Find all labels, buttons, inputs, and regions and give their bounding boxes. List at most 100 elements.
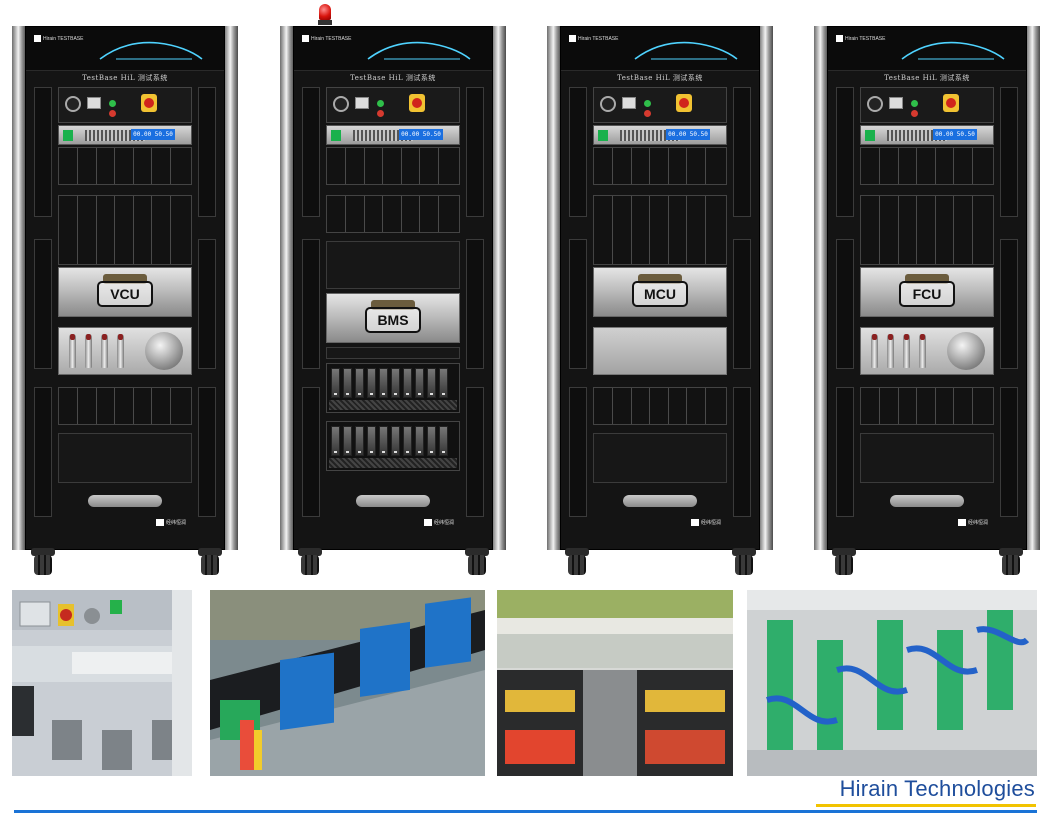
- caster-wheel-icon: [465, 548, 489, 576]
- psu-display: 00.00 50.50: [666, 129, 710, 140]
- power-supply-unit: 00.00 50.50: [593, 125, 727, 145]
- io-card-chassis: [593, 387, 727, 425]
- caster-wheel-icon: [832, 548, 856, 576]
- display-meter: [87, 97, 101, 109]
- psu-vent: [353, 130, 413, 141]
- control-panel: [860, 87, 994, 123]
- company-name: Hirain Technologies: [839, 776, 1035, 801]
- rack-rail: [280, 26, 294, 550]
- io-card-chassis: [58, 147, 192, 185]
- rotary-switch-icon: [333, 96, 349, 112]
- side-panel: [1000, 387, 1018, 517]
- rack-panel-label: TestBase HiL 测试系统: [884, 74, 970, 82]
- ecu-connector: [103, 274, 147, 284]
- drawer-handle: [88, 495, 162, 507]
- ecu-label: MCU: [632, 281, 688, 307]
- ecu-bay: VCU: [58, 267, 192, 317]
- brand-underline: [816, 804, 1036, 807]
- caster-wheel-icon: [198, 548, 222, 576]
- rack-footer-logo: 经纬恒润: [690, 519, 721, 527]
- rack-rail: [492, 26, 506, 550]
- io-card-chassis: [860, 147, 994, 185]
- side-panel: [836, 87, 854, 217]
- rack-top-header: Hirain TESTBASE: [561, 27, 759, 71]
- car-outline-icon: [99, 41, 203, 60]
- hil-rack-bms: Hirain TESTBASE TestBase HiL 测试系统 00.00 …: [280, 26, 506, 550]
- psu-display: 00.00 50.50: [131, 129, 175, 140]
- side-panel: [733, 87, 751, 217]
- side-panel: [466, 387, 484, 517]
- side-panel: [733, 239, 751, 369]
- side-panel: [466, 87, 484, 217]
- control-panel: [326, 87, 460, 123]
- blank-panel: [58, 433, 192, 483]
- blank-panel: [593, 433, 727, 483]
- rack-footer-logo: 经纬恒润: [423, 519, 454, 527]
- side-panel: [302, 87, 320, 217]
- side-panel: [836, 387, 854, 517]
- side-panel: [34, 387, 52, 517]
- io-card-chassis: [860, 195, 994, 265]
- rack-rail: [759, 26, 773, 550]
- hil-rack-mcu: Hirain TESTBASE TestBase HiL 测试系统 00.00 …: [547, 26, 773, 550]
- blank-plate: [593, 327, 727, 375]
- rack-rail: [224, 26, 238, 550]
- side-panel: [466, 239, 484, 369]
- red-indicator-icon: [644, 110, 651, 117]
- side-panel: [198, 239, 216, 369]
- caster-wheel-icon: [31, 548, 55, 576]
- injector-valve-bay: [58, 327, 192, 375]
- power-supply-unit: 00.00 50.50: [58, 125, 192, 145]
- psu-display: 00.00 50.50: [933, 129, 977, 140]
- ecu-bay: MCU: [593, 267, 727, 317]
- io-card-chassis: [593, 147, 727, 185]
- rotary-switch-icon: [867, 96, 883, 112]
- io-card-chassis: [326, 195, 460, 233]
- power-switch-icon: [598, 130, 608, 141]
- psu-vent: [887, 130, 947, 141]
- ecu-label: FCU: [899, 281, 955, 307]
- drawer-handle: [890, 495, 964, 507]
- ecu-label: VCU: [97, 281, 153, 307]
- rack-brand-small: Hirain TESTBASE: [836, 35, 885, 42]
- side-panel: [302, 239, 320, 369]
- red-indicator-icon: [377, 110, 384, 117]
- side-panel: [733, 387, 751, 517]
- emergency-stop-button: [409, 94, 425, 112]
- rack-brand-small: Hirain TESTBASE: [569, 35, 618, 42]
- rack-top-header: Hirain TESTBASE: [26, 27, 224, 71]
- caster-wheel-icon: [298, 548, 322, 576]
- footer-rule: [14, 810, 1037, 813]
- ecu-label: BMS: [365, 307, 421, 333]
- emergency-stop-button: [141, 94, 157, 112]
- red-indicator-icon: [109, 110, 116, 117]
- rack-rail: [12, 26, 26, 550]
- hil-rack-fcu: Hirain TESTBASE TestBase HiL 测试系统 00.00 …: [814, 26, 1040, 550]
- rack-body: Hirain TESTBASE TestBase HiL 测试系统 00.00 …: [827, 26, 1027, 550]
- rack-rail: [547, 26, 561, 550]
- battery-cell-simulator-modules: [326, 363, 460, 413]
- io-card-chassis: [593, 195, 727, 265]
- rack-panel-label: TestBase HiL 测试系统: [82, 74, 168, 82]
- green-indicator-icon: [377, 100, 384, 107]
- caster-wheel-icon: [732, 548, 756, 576]
- car-outline-icon: [901, 41, 1005, 60]
- caster-wheel-icon: [565, 548, 589, 576]
- io-card-chassis: [860, 387, 994, 425]
- drawer-handle: [623, 495, 697, 507]
- ecu-connector: [905, 274, 949, 284]
- display-meter: [622, 97, 636, 109]
- blank-panel: [326, 347, 460, 359]
- red-indicator-icon: [911, 110, 918, 117]
- side-panel: [569, 87, 587, 217]
- emergency-stop-button: [676, 94, 692, 112]
- control-panel-closeup-photo: [12, 590, 192, 776]
- rack-top-header: Hirain TESTBASE: [294, 27, 492, 71]
- io-card-chassis: [58, 195, 192, 265]
- display-meter: [889, 97, 903, 109]
- rack-body: Hirain TESTBASE TestBase HiL 测试系统 00.00 …: [560, 26, 760, 550]
- psu-display: 00.00 50.50: [399, 129, 443, 140]
- rack-rail: [814, 26, 828, 550]
- rack-body: Hirain TESTBASE TestBase HiL 测试系统 00.00 …: [293, 26, 493, 550]
- power-switch-icon: [331, 130, 341, 141]
